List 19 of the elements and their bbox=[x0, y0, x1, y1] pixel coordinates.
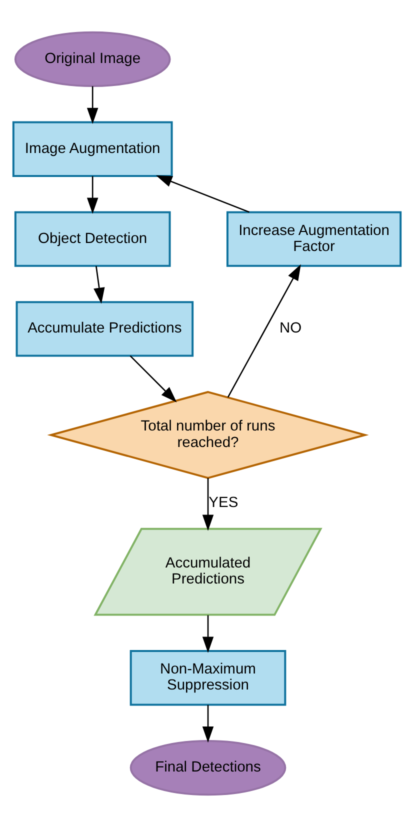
arrow bbox=[202, 614, 214, 652]
arrow bbox=[227, 264, 301, 398]
node-box: Non-Maximum Suppression bbox=[130, 650, 286, 706]
node-box: Image Augmentation bbox=[12, 120, 173, 176]
node-box: Increase Augmentation Factor bbox=[226, 210, 402, 266]
node-ellipse: Final Detections bbox=[130, 739, 286, 796]
edge-label: NO bbox=[279, 320, 302, 336]
arrow bbox=[156, 174, 250, 212]
edge-label: YES bbox=[208, 494, 238, 511]
arrow bbox=[202, 478, 214, 530]
node-ellipse: Original Image bbox=[14, 30, 171, 87]
arrow bbox=[86, 176, 98, 214]
arrow bbox=[94, 265, 105, 304]
arrow bbox=[130, 354, 177, 402]
node-box: Object Detection bbox=[14, 210, 171, 266]
node-box: Accumulate Predictions bbox=[16, 300, 194, 356]
arrow bbox=[86, 86, 98, 124]
arrow bbox=[202, 704, 214, 742]
node-diamond: Total number of runs reached? bbox=[47, 390, 369, 478]
